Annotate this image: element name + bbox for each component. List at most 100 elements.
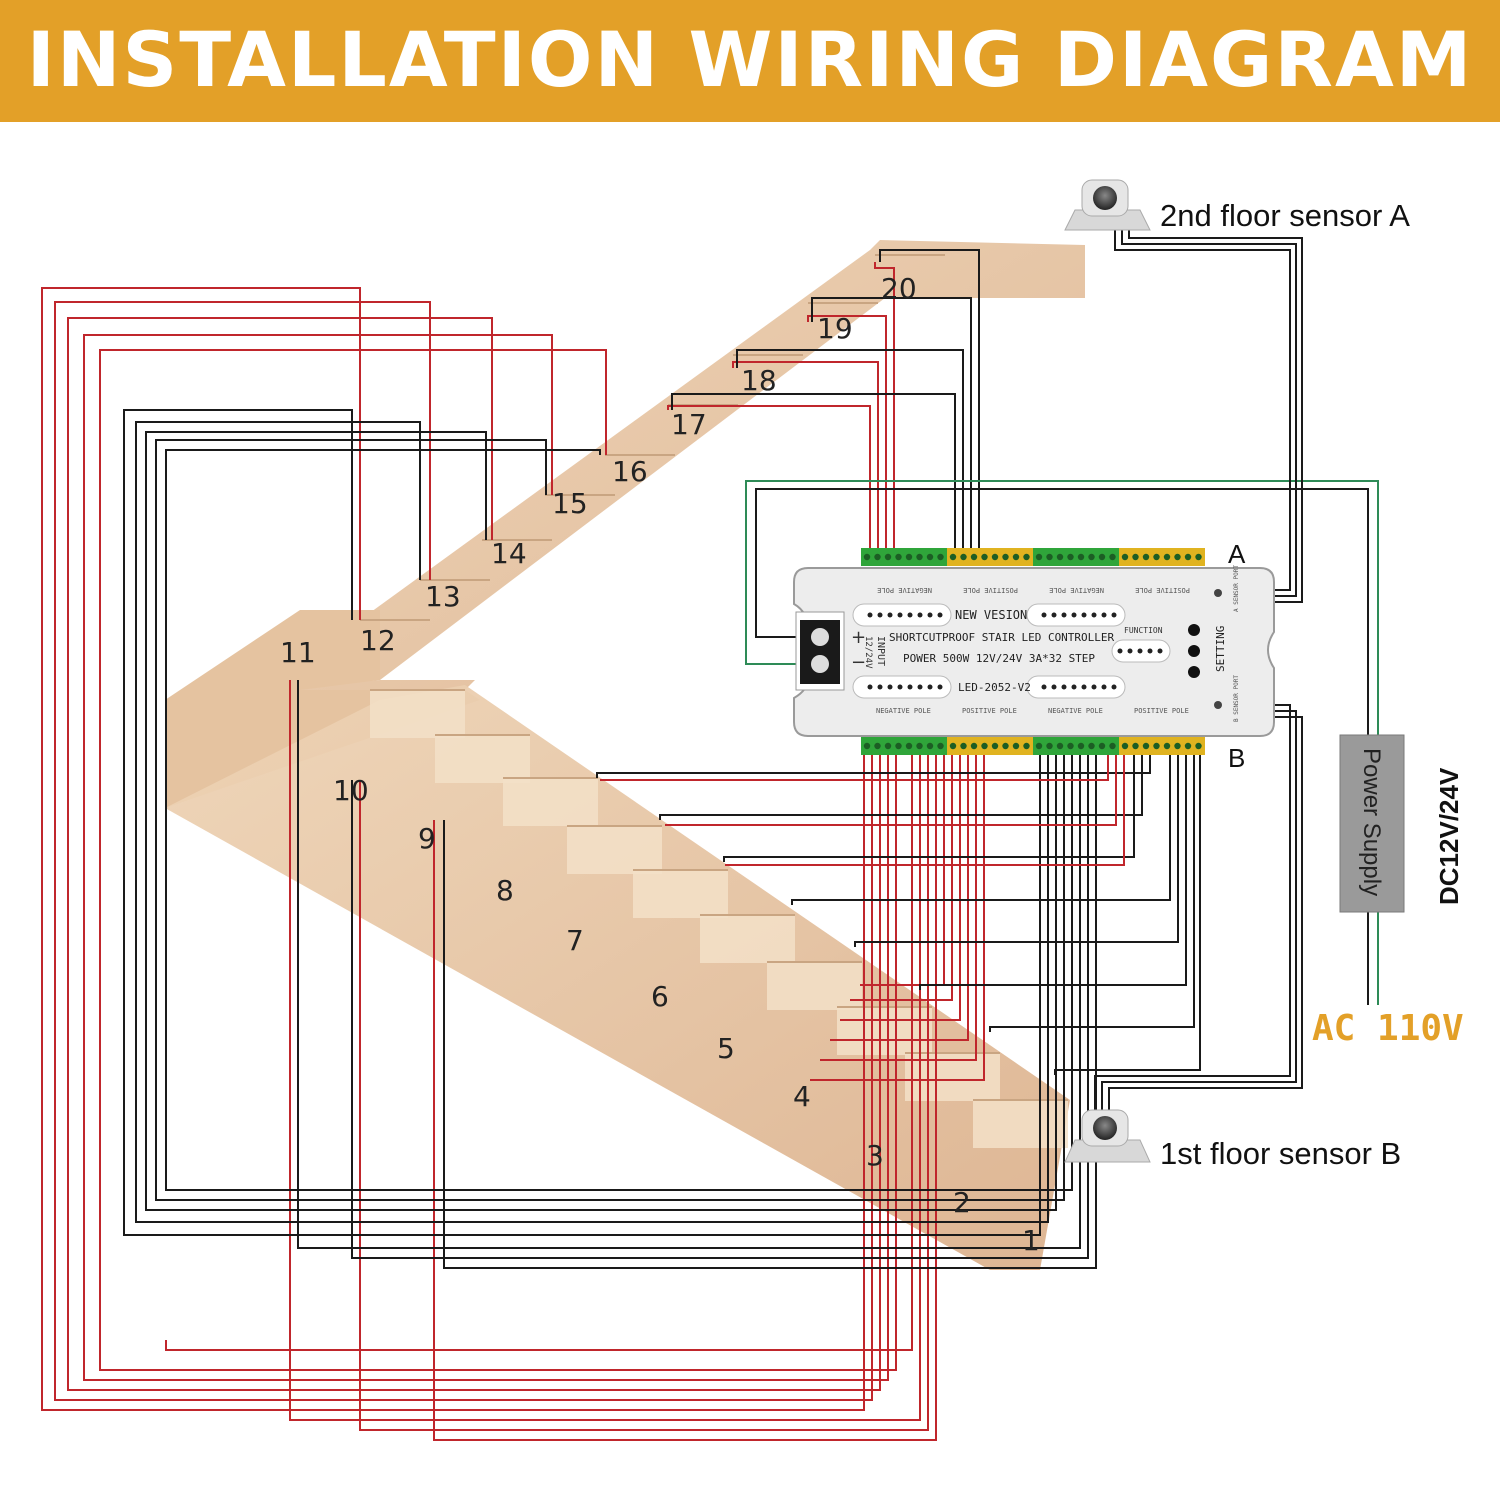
wire-lower-step-black bbox=[989, 752, 1195, 1032]
socket-pins bbox=[867, 612, 1163, 690]
socket-pin bbox=[1127, 648, 1133, 654]
terminal-screw bbox=[1109, 553, 1116, 561]
wire-lower-step-black bbox=[791, 752, 1171, 905]
terminal-screw bbox=[1035, 742, 1043, 750]
wire-lower-black bbox=[443, 752, 1097, 1269]
socket-pin bbox=[877, 612, 883, 618]
terminal-screw bbox=[981, 742, 988, 750]
terminal-screw bbox=[991, 553, 999, 561]
socket-pin bbox=[907, 612, 913, 618]
terminal-screw bbox=[874, 553, 881, 561]
terminal-screw bbox=[970, 553, 978, 561]
terminal-screw bbox=[874, 742, 881, 750]
sensor-port-b-led bbox=[1214, 701, 1222, 709]
socket-pin bbox=[907, 684, 913, 690]
step-3: 3 bbox=[866, 1139, 884, 1172]
wire-lower-step-black bbox=[1054, 752, 1201, 1075]
wire-left-loop-red bbox=[83, 334, 889, 1381]
terminal-screw bbox=[1067, 553, 1074, 561]
terminal-screw bbox=[895, 553, 902, 561]
terminal-screw bbox=[1163, 553, 1171, 561]
wire-step-20-red bbox=[874, 262, 895, 552]
wire-left-loop-red bbox=[41, 287, 865, 1411]
step-6: 6 bbox=[651, 980, 669, 1013]
wire-left-loop-red bbox=[67, 317, 881, 1391]
sensor-a bbox=[1064, 179, 1151, 231]
terminal-screw bbox=[1088, 553, 1095, 561]
step-12: 12 bbox=[360, 624, 396, 657]
socket-pin bbox=[1147, 648, 1153, 654]
terminal-screw bbox=[1184, 742, 1192, 750]
wire-lower-step-red bbox=[820, 752, 977, 1061]
wire-lower-step-red-2 bbox=[725, 752, 1125, 866]
socket-pin bbox=[1111, 612, 1117, 618]
step-7: 7 bbox=[566, 924, 584, 957]
setting-button-1[interactable] bbox=[1188, 666, 1200, 678]
power-screw-negative bbox=[811, 655, 829, 673]
socket-pin bbox=[1081, 612, 1087, 618]
terminal-screw bbox=[1023, 742, 1030, 750]
terminal-screw bbox=[1088, 742, 1095, 750]
terminal-screw bbox=[895, 742, 902, 750]
socket-pin bbox=[867, 684, 873, 690]
tread bbox=[837, 1007, 932, 1055]
terminal-bottom-1 bbox=[861, 737, 947, 755]
terminal-screw bbox=[926, 553, 934, 561]
function-label: FUNCTION bbox=[1124, 626, 1163, 635]
socket-pin bbox=[887, 684, 893, 690]
landing bbox=[165, 610, 480, 808]
title-banner: INSTALLATION WIRING DIAGRAM bbox=[0, 0, 1500, 122]
terminal-top-2 bbox=[947, 548, 1033, 566]
socket-pin bbox=[1061, 684, 1067, 690]
setting-button-3[interactable] bbox=[1188, 624, 1200, 636]
socket-pin bbox=[1071, 684, 1077, 690]
sensor-b-wire-1 bbox=[1094, 704, 1291, 1115]
terminal-top-1 bbox=[861, 548, 947, 566]
power-supply-box bbox=[1339, 734, 1405, 913]
terminal-screw bbox=[1077, 742, 1085, 750]
terminal-screw bbox=[1046, 742, 1053, 750]
socket-pin bbox=[1071, 612, 1077, 618]
step-20: 20 bbox=[881, 272, 917, 305]
socket-pin bbox=[1137, 648, 1143, 654]
sensor-a-wire-2 bbox=[1121, 230, 1297, 597]
terminal-screw bbox=[949, 553, 957, 561]
wire-lower-black bbox=[297, 680, 1081, 1249]
lower-flight bbox=[165, 685, 1070, 1270]
terminal-screw bbox=[1046, 553, 1053, 561]
step-4: 4 bbox=[793, 1080, 811, 1113]
pole-label-top-4: POSITIVE POLE bbox=[1135, 586, 1190, 594]
wire-left-loop-black bbox=[123, 409, 1041, 1236]
wire-lower-step-black bbox=[919, 752, 1187, 990]
terminal-screw bbox=[991, 742, 999, 750]
sensor-a-label: 2nd floor sensor A bbox=[1160, 198, 1410, 233]
input-label: INPUT bbox=[875, 636, 886, 666]
terminal-screw bbox=[916, 742, 923, 750]
terminal-screw bbox=[905, 553, 913, 561]
terminal-screw bbox=[937, 553, 944, 561]
wire-lower-red bbox=[433, 752, 937, 1441]
tread bbox=[503, 778, 598, 826]
terminal-screw bbox=[1174, 553, 1181, 561]
power-screw-positive bbox=[811, 628, 829, 646]
wire-lower-step-red bbox=[810, 752, 985, 1081]
step-1: 1 bbox=[1022, 1224, 1040, 1257]
sensor-b-wire-3 bbox=[1108, 716, 1303, 1115]
socket-pin bbox=[927, 612, 933, 618]
terminal-screw bbox=[863, 742, 871, 750]
pole-label-top-1: NEGATIVE POLE bbox=[877, 586, 932, 594]
wire-lower-step-red bbox=[840, 752, 961, 1021]
terminal-screw bbox=[1163, 742, 1171, 750]
tread bbox=[370, 690, 465, 738]
step-2: 2 bbox=[953, 1186, 971, 1219]
terminal-screw bbox=[1098, 742, 1106, 750]
terminal-screw bbox=[1056, 742, 1064, 750]
socket-pin bbox=[897, 684, 903, 690]
setting-button-2[interactable] bbox=[1188, 645, 1200, 657]
sensor-a-wire-1 bbox=[1114, 230, 1291, 591]
terminal-screw bbox=[1109, 742, 1116, 750]
step-14: 14 bbox=[491, 537, 527, 570]
wire-lower-black bbox=[351, 752, 1089, 1259]
step-16: 16 bbox=[612, 455, 648, 488]
step-5: 5 bbox=[717, 1032, 735, 1065]
